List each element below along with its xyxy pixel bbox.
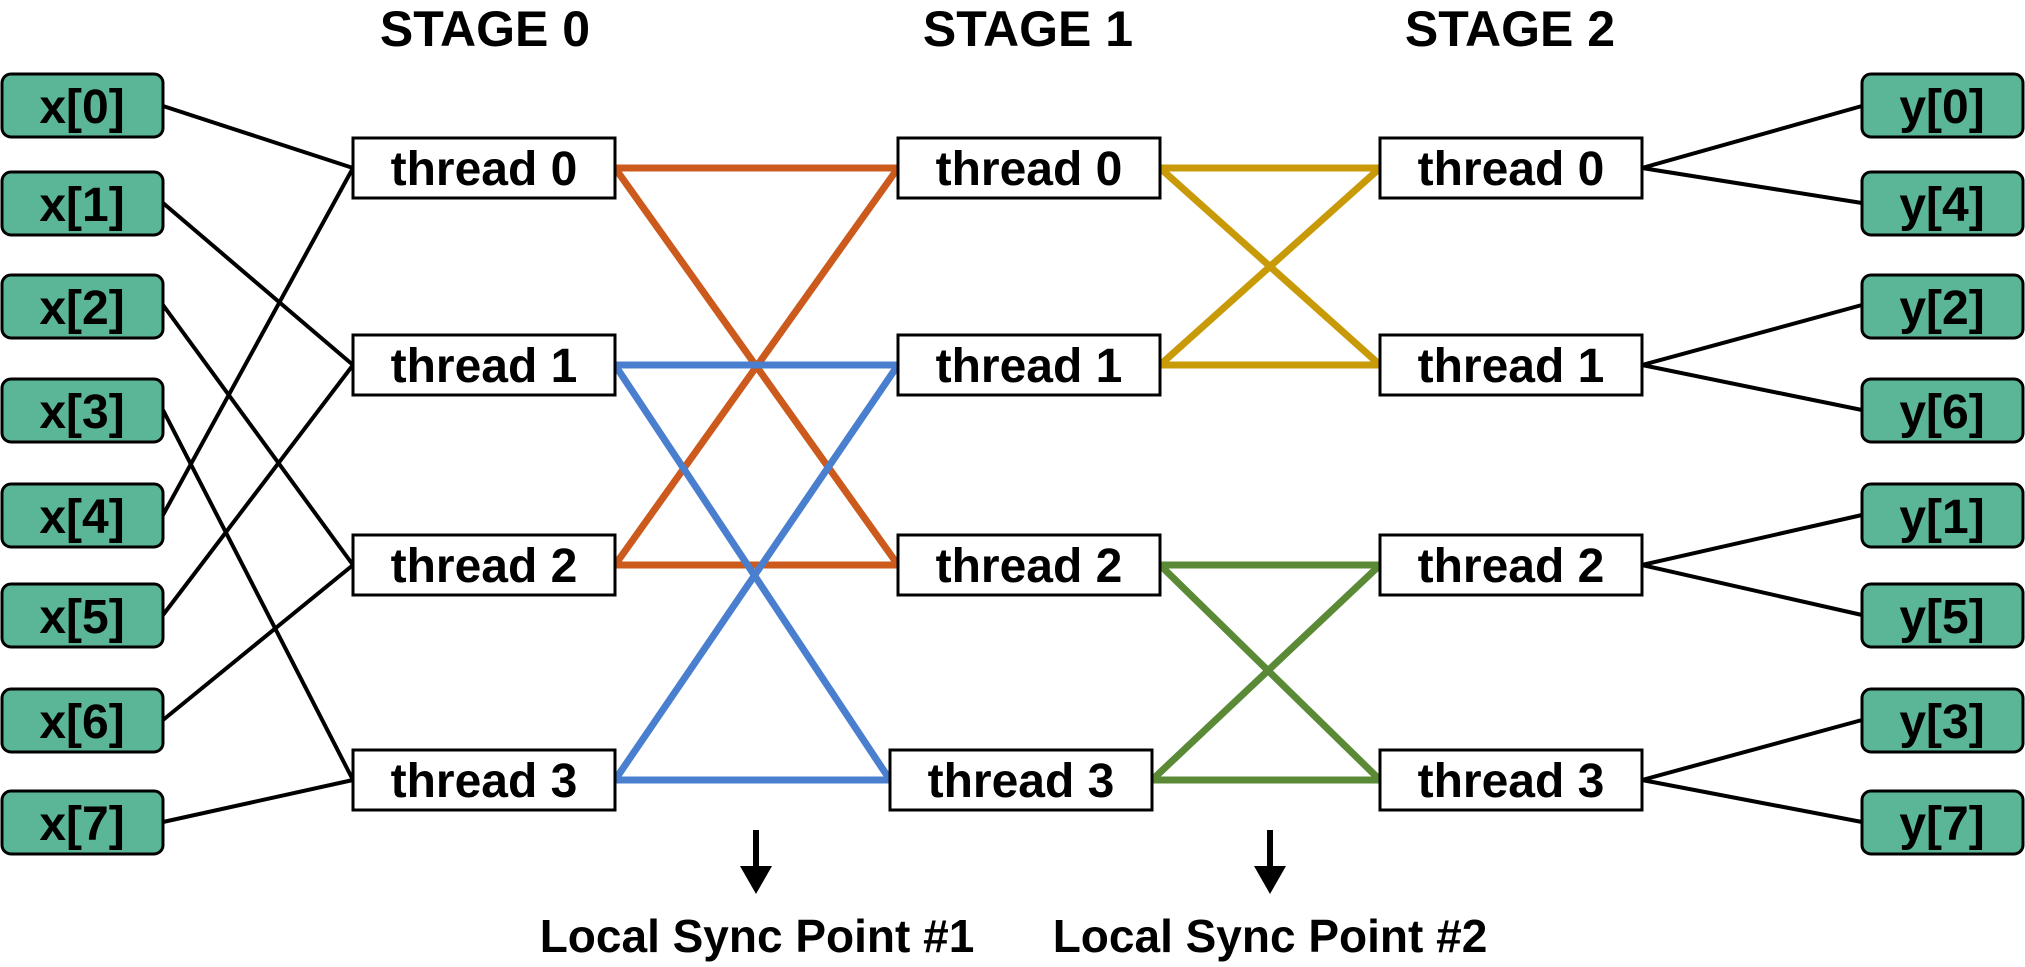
input-node: x[3] — [0, 377, 165, 444]
output-node: y[4] — [1860, 170, 2025, 237]
input-line-3 — [161, 409, 355, 781]
input-node: x[1] — [0, 170, 165, 237]
output-node: y[0] — [1860, 72, 2025, 139]
output-line-5 — [1641, 563, 1863, 617]
stage-0-threads: thread 0 thread 1 thread 2 thread 3 — [351, 136, 617, 812]
thread-box: thread 1 — [1378, 333, 1644, 397]
thread-box: thread 2 — [1378, 533, 1644, 597]
thread-label: thread 3 — [391, 755, 578, 808]
input-line-7 — [162, 778, 354, 824]
thread-box: thread 3 — [888, 748, 1154, 812]
input-label: x[5] — [39, 591, 124, 644]
input-line-6 — [161, 563, 355, 722]
output-line-2 — [1641, 303, 1863, 367]
thread-box: thread 0 — [1378, 136, 1644, 200]
thread-box: thread 0 — [896, 136, 1162, 200]
stage-1-threads: thread 0 thread 1 thread 2 thread 3 — [888, 136, 1162, 812]
stage-2-title: STAGE 2 — [1405, 1, 1615, 57]
sync-arrow-2 — [1254, 830, 1286, 894]
output-label: y[0] — [1899, 81, 1984, 134]
sync-point-1-label: Local Sync Point #1 — [540, 910, 975, 962]
input-line-5 — [161, 363, 355, 617]
input-label: x[6] — [39, 696, 124, 749]
thread-label: thread 2 — [391, 540, 578, 593]
input-node: x[6] — [0, 687, 165, 754]
thread-label: thread 3 — [1418, 755, 1605, 808]
input-line-1 — [161, 201, 355, 367]
output-label: y[6] — [1899, 386, 1984, 439]
input-node: x[5] — [0, 582, 165, 649]
sync-point-2-label: Local Sync Point #2 — [1053, 910, 1488, 962]
output-line-6 — [1641, 718, 1863, 782]
output-node: y[2] — [1860, 273, 2025, 340]
output-node: y[1] — [1860, 482, 2025, 549]
output-line-7 — [1641, 778, 1863, 824]
output-line-0 — [1641, 104, 1863, 170]
input-node: x[4] — [0, 482, 165, 549]
input-label: x[1] — [39, 179, 124, 232]
thread-box: thread 0 — [351, 136, 617, 200]
output-label: y[1] — [1899, 491, 1984, 544]
thread-label: thread 2 — [1418, 540, 1605, 593]
output-label: y[2] — [1899, 282, 1984, 335]
thread-label: thread 0 — [391, 143, 578, 196]
thread-box: thread 3 — [351, 748, 617, 812]
thread-label: thread 0 — [936, 143, 1123, 196]
output-label: y[4] — [1899, 179, 1984, 232]
output-node: y[7] — [1860, 789, 2025, 856]
green-line-cross-b — [1149, 562, 1383, 783]
output-node: y[5] — [1860, 582, 2025, 649]
thread-box: thread 2 — [351, 533, 617, 597]
output-line-3 — [1641, 363, 1863, 412]
input-label: x[7] — [39, 798, 124, 851]
output-node: y[3] — [1860, 687, 2025, 754]
output-label: y[5] — [1899, 591, 1984, 644]
thread-label: thread 1 — [936, 340, 1123, 393]
output-node: y[6] — [1860, 377, 2025, 444]
output-line-4 — [1641, 513, 1863, 567]
thread-box: thread 1 — [351, 333, 617, 397]
blue-line-cross-b — [612, 363, 901, 782]
input-label: x[0] — [39, 81, 124, 134]
gold-line-cross-b — [1157, 165, 1383, 368]
input-node: x[7] — [0, 789, 165, 856]
thread-label: thread 2 — [936, 540, 1123, 593]
sync-arrow-1 — [740, 830, 772, 894]
input-label: x[4] — [39, 491, 124, 544]
thread-box: thread 3 — [1378, 748, 1644, 812]
thread-box: thread 1 — [896, 333, 1162, 397]
stage-1-title: STAGE 1 — [923, 1, 1133, 57]
input-label: x[3] — [39, 386, 124, 439]
input-nodes: x[0] x[1] x[2] x[3] x[4] x[5] x[6] x[7] — [0, 72, 165, 856]
thread-label: thread 3 — [928, 755, 1115, 808]
input-label: x[2] — [39, 282, 124, 335]
output-line-1 — [1641, 166, 1863, 205]
stage-0-title: STAGE 0 — [380, 1, 590, 57]
thread-label: thread 1 — [391, 340, 578, 393]
input-node: x[2] — [0, 273, 165, 340]
thread-label: thread 0 — [1418, 143, 1605, 196]
input-line-4 — [161, 167, 355, 516]
input-line-2 — [161, 303, 355, 567]
stage-2-threads: thread 0 thread 1 thread 2 thread 3 — [1378, 136, 1644, 812]
thread-label: thread 1 — [1418, 340, 1605, 393]
output-nodes: y[0] y[4] y[2] y[6] y[1] y[5] y[3] y[7] — [1860, 72, 2025, 856]
output-label: y[7] — [1899, 798, 1984, 851]
connection-lines — [161, 104, 1863, 824]
thread-box: thread 2 — [896, 533, 1162, 597]
output-label: y[3] — [1899, 696, 1984, 749]
input-node: x[0] — [0, 72, 165, 139]
input-line-0 — [162, 104, 354, 170]
